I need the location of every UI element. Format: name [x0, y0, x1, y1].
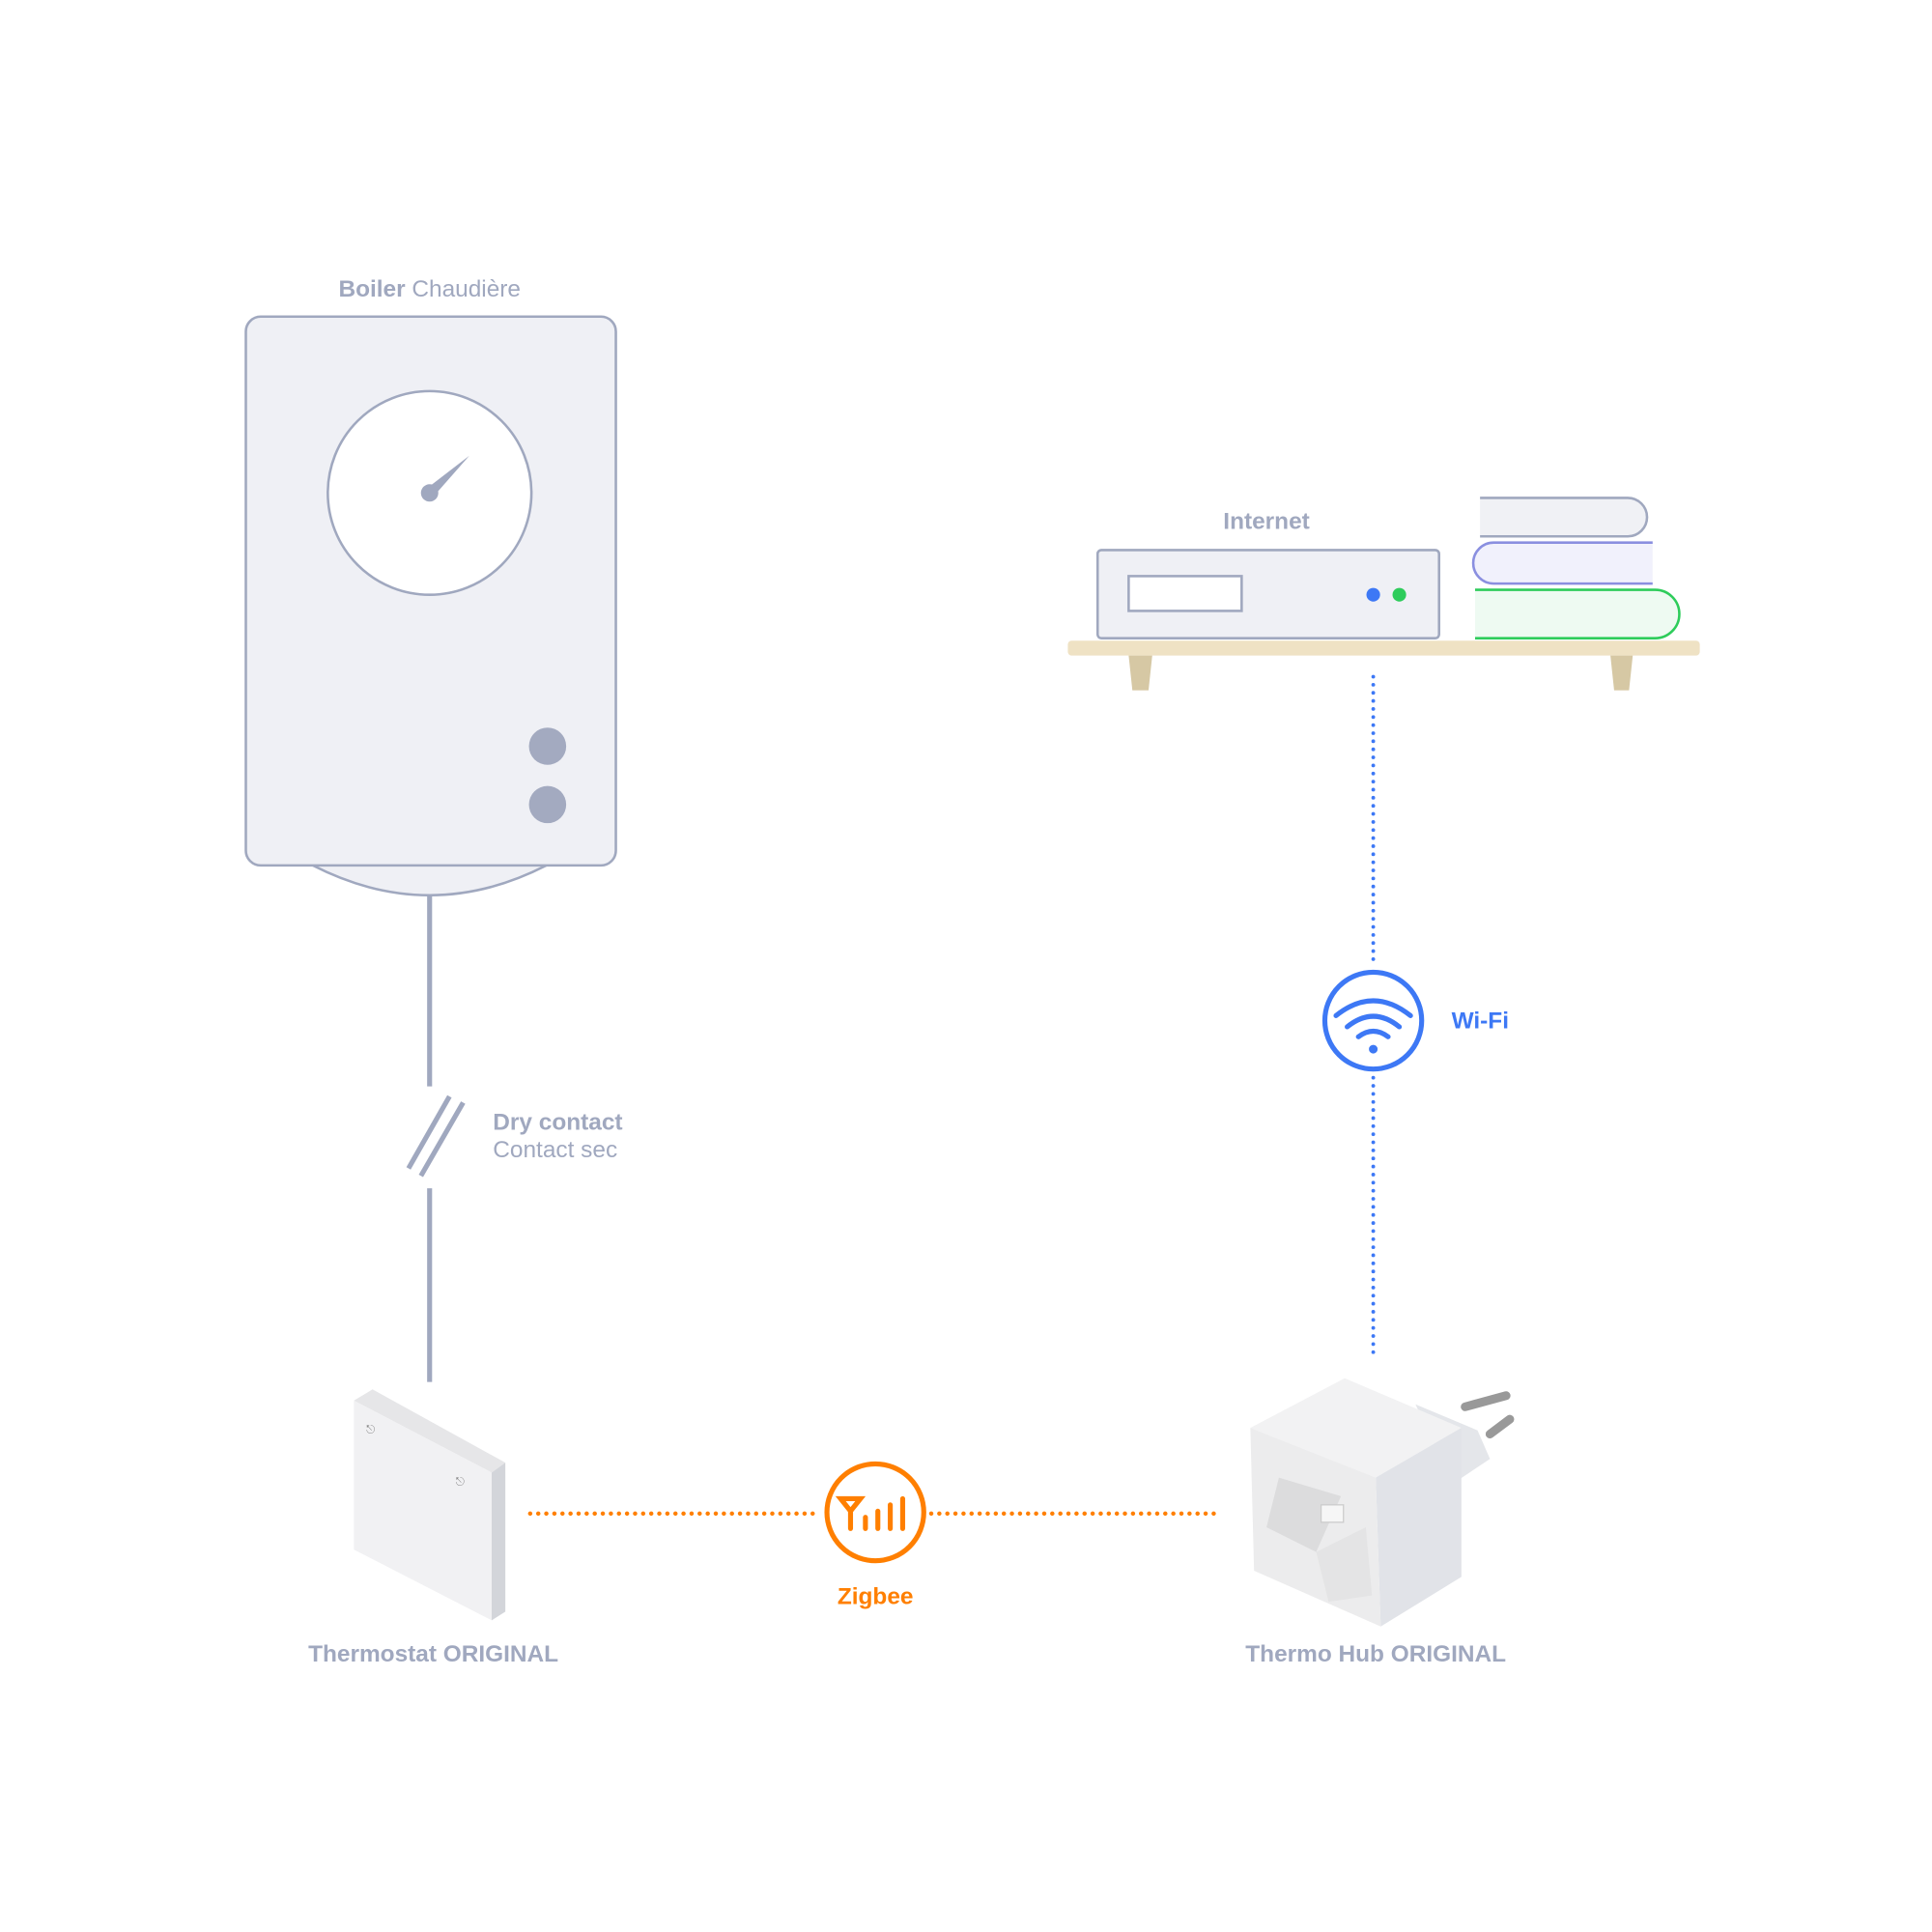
- dry-contact-label-fr: Contact sec: [493, 1137, 617, 1163]
- shelf: [1067, 640, 1700, 691]
- hub-label: Thermo Hub ORIGINAL: [1245, 1641, 1506, 1667]
- zigbee-signal-icon: [824, 1461, 926, 1564]
- internet-label: Internet: [1223, 509, 1310, 535]
- boiler: Boiler Chaudière: [244, 276, 617, 896]
- dry-contact-label: Dry contact: [493, 1110, 622, 1136]
- hub-button: [1320, 1504, 1345, 1523]
- router-led-blue: [1366, 587, 1380, 602]
- books: [1471, 497, 1681, 639]
- zigbee-label: Zigbee: [838, 1584, 914, 1610]
- thermostat-button-icon: ⎋: [456, 1476, 466, 1488]
- internet-router: [1095, 549, 1441, 639]
- dry-contact-wire: [406, 894, 466, 1382]
- dial-needle: [425, 455, 469, 497]
- boiler-button: [528, 727, 567, 765]
- boiler-label: Boiler Chaudière: [338, 276, 521, 302]
- wifi-label: Wi-Fi: [1452, 1008, 1509, 1034]
- boiler-button: [528, 785, 567, 824]
- thermostat-device: ⎋ ⎋: [354, 1389, 506, 1621]
- router-display: [1127, 575, 1243, 612]
- thermo-hub-device: [1250, 1378, 1515, 1627]
- thermostat-label: Thermostat ORIGINAL: [308, 1641, 558, 1667]
- thermostat-button-icon: ⎋: [366, 1424, 376, 1435]
- router-led-green: [1392, 587, 1406, 602]
- wifi-icon: [1321, 969, 1425, 1072]
